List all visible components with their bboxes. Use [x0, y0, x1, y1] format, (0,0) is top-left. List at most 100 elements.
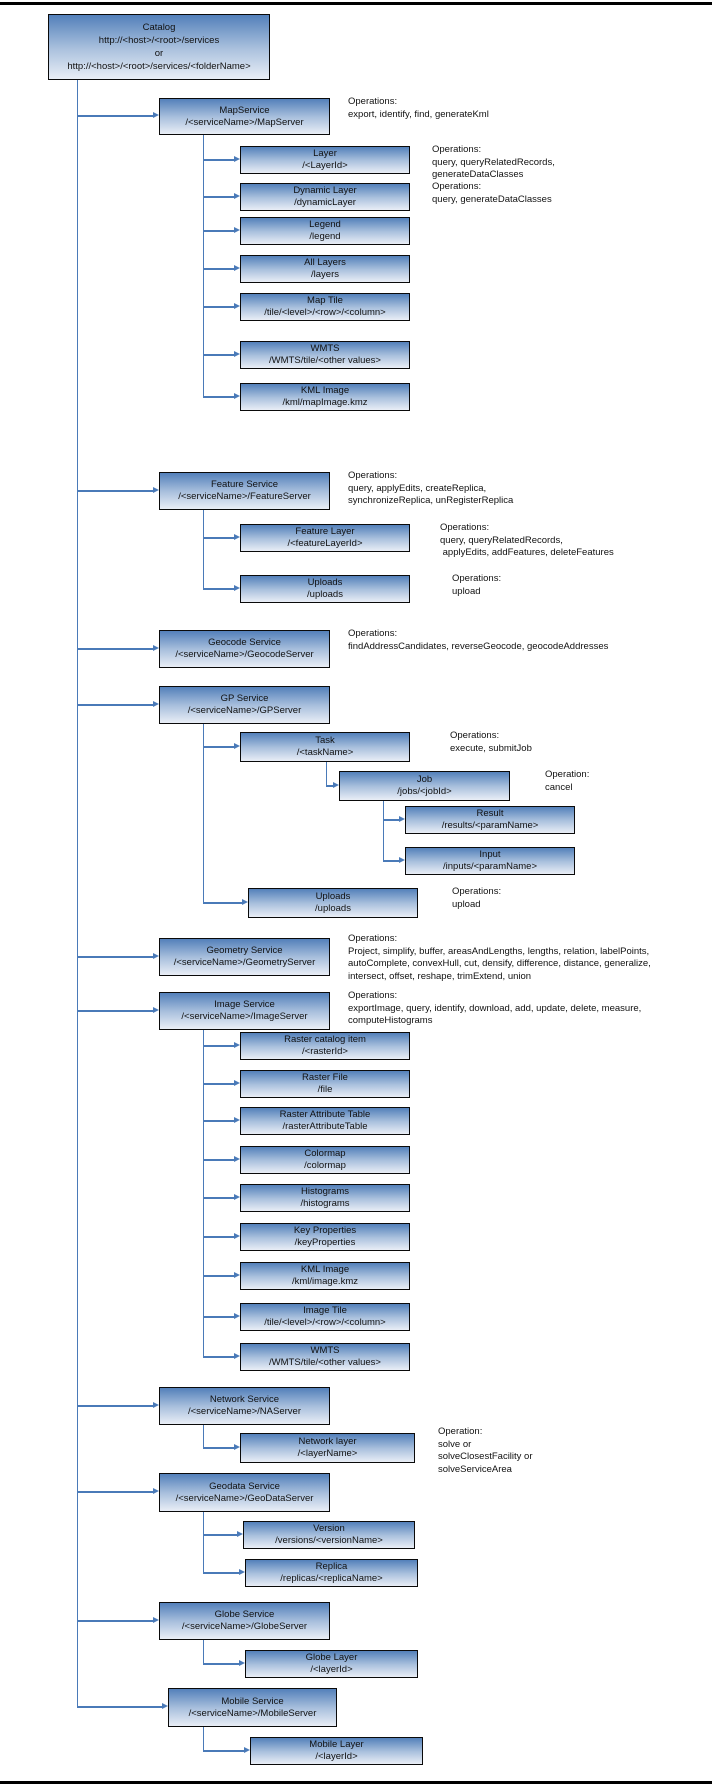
node-image-tile: Image Tile/tile/<level>/<row>/<column> [240, 1303, 410, 1331]
connector-line [77, 956, 153, 958]
node-path: /<serviceName>/FeatureServer [178, 491, 311, 502]
node-title: Map Tile [307, 295, 343, 306]
node-geodata-service: Geodata Service/<serviceName>/GeoDataSer… [159, 1473, 330, 1512]
connector-line [203, 1030, 205, 1357]
node-wmts-image: WMTS/WMTS/tile/<other values> [240, 1343, 410, 1371]
top-border-rule [0, 2, 712, 5]
connector-line [203, 396, 234, 398]
node-title: Raster Attribute Table [279, 1109, 371, 1120]
connector-line [203, 159, 234, 161]
arrowhead-icon [233, 193, 240, 199]
node-path: /<serviceName>/MobileServer [188, 1707, 317, 1719]
node-geocode-service: Geocode Service/<serviceName>/GeocodeSer… [159, 630, 330, 668]
node-title: Layer [313, 148, 337, 159]
connector-line [77, 1706, 162, 1708]
node-title: WMTS [310, 343, 340, 354]
connector-line [383, 801, 385, 861]
operations-label-job: Operation: cancel [545, 769, 590, 793]
node-path: /tile/<level>/<row>/<column> [264, 1317, 386, 1328]
node-layer: Layer/<LayerId> [240, 146, 410, 174]
node-dynamic-layer: Dynamic Layer/dynamicLayer [240, 183, 410, 211]
node-title: KML Image [300, 1264, 350, 1275]
connector-line [203, 1316, 234, 1318]
node-path: /kml/mapImage.kmz [282, 397, 368, 408]
connector-line [203, 1083, 234, 1085]
arrowhead-icon [233, 1080, 240, 1086]
node-title: Result [476, 808, 504, 819]
node-task: Task/<taskName> [240, 732, 410, 762]
node-path: /legend [309, 231, 341, 242]
arrowhead-icon [161, 1703, 168, 1709]
arrowhead-icon [152, 1007, 159, 1013]
node-globe-layer: Globe Layer/<layerId> [245, 1650, 418, 1678]
node-raster-attribute-table: Raster Attribute Table/rasterAttributeTa… [240, 1107, 410, 1135]
node-path: /uploads [307, 589, 343, 600]
connector-line [203, 268, 234, 270]
operations-label-feature-layer: Operations: query, queryRelatedRecords, … [440, 522, 614, 558]
node-path: /inputs/<paramName> [443, 861, 537, 872]
arrowhead-icon [233, 1353, 240, 1359]
node-path: /results/<paramName> [441, 820, 539, 831]
node-histograms: Histograms/histograms [240, 1184, 410, 1212]
node-input: Input/inputs/<paramName> [405, 847, 575, 875]
arrowhead-icon [233, 1194, 240, 1200]
connector-line [203, 537, 234, 539]
arrowhead-icon [152, 701, 159, 707]
node-wmts-map: WMTS/WMTS/tile/<other values> [240, 341, 410, 369]
node-title: Network Service [209, 1394, 280, 1405]
connector-line [326, 785, 333, 787]
connector-line [203, 1425, 205, 1448]
node-title: Network layer [298, 1436, 357, 1447]
node-geometry-service: Geometry Service/<serviceName>/GeometryS… [159, 938, 330, 976]
node-map-tile: Map Tile/tile/<level>/<row>/<column> [240, 293, 410, 321]
node-path: /<serviceName>/GeometryServer [173, 957, 316, 968]
node-title: Globe Layer [305, 1652, 358, 1663]
node-path: /replicas/<replicaName> [280, 1573, 383, 1584]
connector-line [203, 510, 205, 589]
node-title: Raster File [302, 1072, 348, 1083]
arrowhead-icon [152, 953, 159, 959]
node-path: /<serviceName>/MapServer [185, 116, 304, 128]
arrowhead-icon [233, 534, 240, 540]
node-title: Globe Service [214, 1609, 275, 1620]
node-globe-service: Globe Service/<serviceName>/GlobeServer [159, 1602, 330, 1640]
arrowhead-icon [398, 816, 405, 822]
node-path: /<serviceName>/ImageServer [181, 1011, 308, 1022]
node-network-layer: Network layer/<layerName> [240, 1433, 415, 1463]
node-title: WMTS [310, 1345, 340, 1356]
connector-line [203, 1275, 234, 1277]
connector-line [203, 1640, 205, 1664]
node-title: Raster catalog item [284, 1034, 366, 1045]
node-path: /WMTS/tile/<other values> [269, 1357, 381, 1368]
node-title: Key Properties [293, 1225, 357, 1236]
node-title: Task [315, 735, 335, 746]
arrowhead-icon [233, 303, 240, 309]
operations-label-map-service: Operations: export, identify, find, gene… [348, 96, 489, 120]
connector-line [77, 648, 153, 650]
connector-line [203, 230, 234, 232]
connector-line [203, 588, 234, 590]
node-replica: Replica/replicas/<replicaName> [245, 1559, 418, 1587]
node-path: /<serviceName>/GPServer [187, 705, 302, 716]
connector-line [203, 306, 234, 308]
node-title: Geometry Service [206, 945, 283, 956]
arrowhead-icon [233, 585, 240, 591]
operations-label-feature-service: Operations: query, applyEdits, createRep… [348, 470, 514, 506]
connector-line [203, 902, 242, 904]
node-kml-image-map: KML Image/kml/mapImage.kmz [240, 383, 410, 411]
node-title: Uploads [307, 577, 343, 588]
arrowhead-icon [233, 1042, 240, 1048]
operations-label-uploads-gp: Operations: upload [452, 886, 502, 910]
arrowhead-icon [152, 645, 159, 651]
arrowhead-icon [233, 1156, 240, 1162]
connector-line [203, 1663, 239, 1665]
arrowhead-icon [241, 899, 248, 905]
arrowhead-icon [233, 1233, 240, 1239]
connector-line [203, 196, 234, 198]
bottom-border-rule [0, 1781, 712, 1784]
connector-line [77, 80, 79, 1707]
node-path: /<serviceName>/GeocodeServer [175, 649, 314, 660]
node-all-layers: All Layers/layers [240, 255, 410, 283]
